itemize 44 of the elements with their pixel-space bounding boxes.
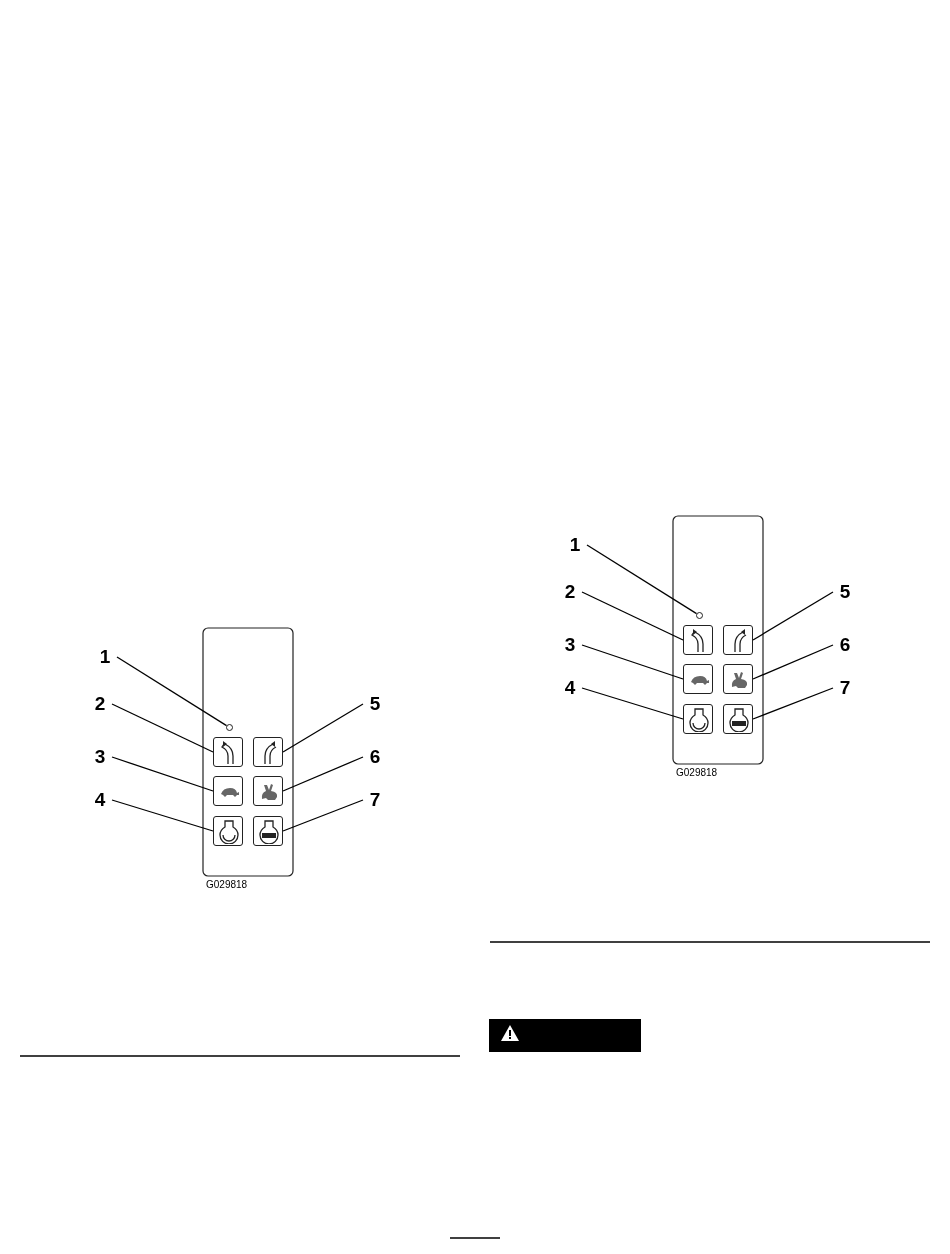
leader-line	[111, 703, 214, 753]
control-button	[683, 664, 713, 694]
control-button	[213, 816, 243, 846]
control-button	[253, 816, 283, 846]
leader-line	[752, 591, 834, 641]
callout-number: 7	[365, 789, 385, 811]
indicator-light	[226, 724, 233, 731]
control-button	[253, 776, 283, 806]
callout-number: 1	[565, 534, 585, 556]
control-button	[683, 704, 713, 734]
leader-line	[581, 591, 684, 641]
control-button	[253, 737, 283, 767]
indicator-light	[696, 612, 703, 619]
control-button	[213, 776, 243, 806]
callout-number: 4	[560, 677, 580, 699]
leader-line	[116, 656, 228, 727]
control-button	[213, 737, 243, 767]
callout-number: 3	[560, 634, 580, 656]
callout-number: 2	[90, 693, 110, 715]
leader-line	[111, 799, 214, 832]
callout-number: 1	[95, 646, 115, 668]
leader-line	[752, 687, 834, 720]
callout-number: 2	[560, 581, 580, 603]
control-button	[723, 664, 753, 694]
leader-line	[586, 544, 698, 615]
leader-line	[581, 687, 684, 720]
callout-number: 5	[365, 693, 385, 715]
callout-number: 7	[835, 677, 855, 699]
figure-code: G029818	[206, 879, 248, 891]
figure-code: G029818	[676, 767, 718, 779]
leader-line	[282, 756, 364, 792]
leader-line	[581, 644, 684, 680]
callout-number: 6	[835, 634, 855, 656]
control-button	[723, 625, 753, 655]
leader-line	[282, 703, 364, 753]
leader-line	[111, 756, 214, 792]
callout-number: 3	[90, 746, 110, 768]
leader-line	[282, 799, 364, 832]
control-button	[683, 625, 713, 655]
callout-number: 4	[90, 789, 110, 811]
control-button	[723, 704, 753, 734]
callout-number: 5	[835, 581, 855, 603]
callout-number: 6	[365, 746, 385, 768]
leader-line	[752, 644, 834, 680]
